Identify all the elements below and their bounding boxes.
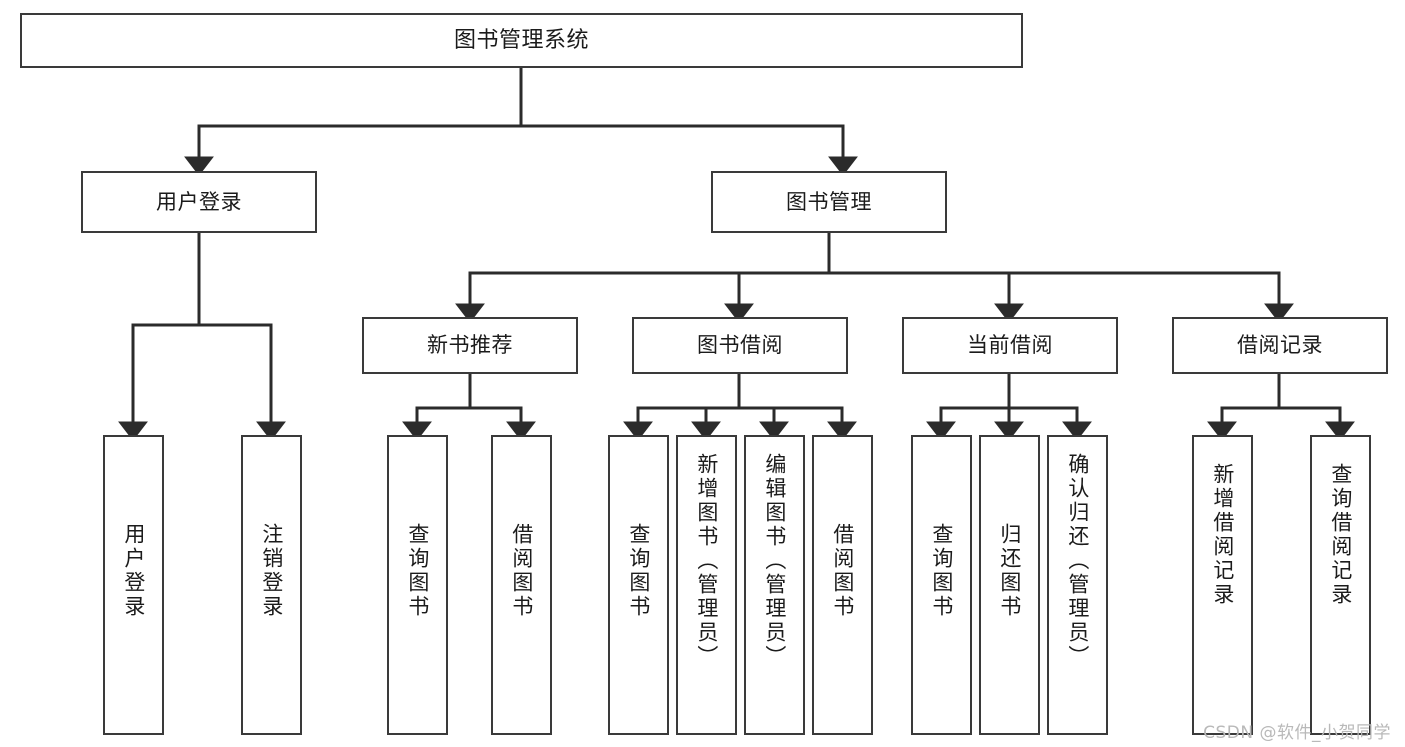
node-book-borrow[interactable]: 图书借阅: [632, 317, 848, 374]
node-book-manage-label: 图书管理: [786, 189, 872, 214]
leaf-query-book-2[interactable]: 查询图书: [608, 435, 669, 735]
node-user-login[interactable]: 用户登录: [81, 171, 317, 233]
leaf-query-record[interactable]: 查询借阅记录: [1310, 435, 1371, 735]
leaf-edit-book-label: 编辑图书（管理员）: [762, 453, 787, 669]
leaf-edit-book[interactable]: 编辑图书（管理员）: [744, 435, 805, 735]
node-new-book-recommend[interactable]: 新书推荐: [362, 317, 578, 374]
node-current-borrow[interactable]: 当前借阅: [902, 317, 1118, 374]
leaf-query-book-3-label: 查询图书: [929, 523, 954, 619]
node-book-manage[interactable]: 图书管理: [711, 171, 947, 233]
leaf-borrow-book-2-label: 借阅图书: [830, 523, 855, 619]
leaf-return-book-label: 归还图书: [997, 523, 1022, 619]
node-borrow-record[interactable]: 借阅记录: [1172, 317, 1388, 374]
watermark: CSDN @软件_小贺同学: [1203, 723, 1391, 743]
leaf-confirm-return-label: 确认归还（管理员）: [1065, 453, 1090, 669]
leaf-query-book-2-label: 查询图书: [626, 523, 651, 619]
node-root-label: 图书管理系统: [453, 27, 589, 53]
node-new-book-recommend-label: 新书推荐: [427, 333, 513, 357]
leaf-query-book-3[interactable]: 查询图书: [911, 435, 972, 735]
leaf-query-book-1-label: 查询图书: [405, 523, 430, 619]
leaf-query-book-1[interactable]: 查询图书: [387, 435, 448, 735]
leaf-query-record-label: 查询借阅记录: [1328, 463, 1353, 607]
leaf-add-record-label: 新增借阅记录: [1210, 463, 1235, 607]
leaf-borrow-book-1[interactable]: 借阅图书: [491, 435, 552, 735]
leaf-return-book[interactable]: 归还图书: [979, 435, 1040, 735]
leaf-add-book-label: 新增图书（管理员）: [694, 453, 719, 669]
node-current-borrow-label: 当前借阅: [967, 333, 1053, 357]
leaf-logout-label: 注销登录: [259, 523, 284, 619]
node-book-borrow-label: 图书借阅: [697, 333, 783, 357]
leaf-add-book[interactable]: 新增图书（管理员）: [676, 435, 737, 735]
leaf-add-record[interactable]: 新增借阅记录: [1192, 435, 1253, 735]
node-user-login-label: 用户登录: [156, 189, 242, 214]
leaf-borrow-book-1-label: 借阅图书: [509, 523, 534, 619]
leaf-user-login-label: 用户登录: [121, 523, 146, 619]
node-root[interactable]: 图书管理系统: [20, 13, 1023, 68]
node-borrow-record-label: 借阅记录: [1237, 333, 1323, 357]
leaf-logout[interactable]: 注销登录: [241, 435, 302, 735]
leaf-confirm-return[interactable]: 确认归还（管理员）: [1047, 435, 1108, 735]
leaf-borrow-book-2[interactable]: 借阅图书: [812, 435, 873, 735]
leaf-user-login[interactable]: 用户登录: [103, 435, 164, 735]
